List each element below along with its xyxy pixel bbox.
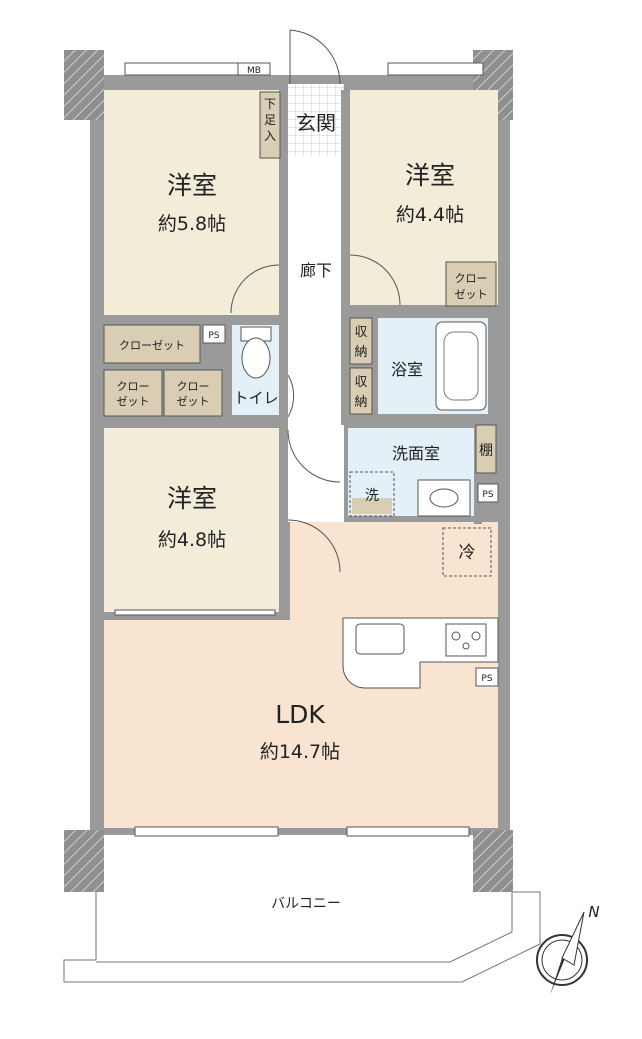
bathtub-inner (443, 331, 479, 401)
laundry-label: 洗 (365, 488, 379, 504)
shelf (475, 424, 497, 474)
washroom-label: 洗面室 (392, 444, 440, 463)
hallway-label: 廊下 (300, 261, 332, 280)
closet-room-2-line2: ゼット (455, 288, 488, 301)
bathtub (435, 321, 487, 411)
western-room-3-floor (104, 428, 279, 614)
shoe-storage-char-1: 下 (264, 97, 276, 111)
closet-room-3-b-line2: ゼット (177, 395, 210, 408)
window-ldk-1 (134, 826, 279, 837)
kitchen-sink (355, 623, 405, 655)
western-room-3-size: 約4.8帖 (158, 529, 226, 551)
storage-1 (349, 317, 373, 365)
wash-basin (417, 479, 471, 517)
closet-room-3-a (103, 369, 163, 417)
ldk-size: 約14.7帖 (260, 741, 340, 763)
ps-1 (202, 324, 226, 344)
shoe-storage-char-3: 入 (264, 129, 276, 143)
ps-2-label: PS (482, 490, 493, 500)
western-room-1-size: 約5.8帖 (158, 213, 226, 235)
window-ldk-2 (346, 826, 470, 837)
storage-2 (349, 367, 373, 415)
mb-label: MB (247, 66, 261, 76)
laundry-tray (352, 498, 392, 514)
windows (114, 62, 484, 837)
hallway-floor (288, 90, 344, 522)
closet-room-3-b-line1: クロー (177, 380, 210, 393)
closet-room-1-label: クローゼット (119, 339, 185, 352)
closet-room-2-line1: クロー (455, 272, 488, 285)
kitchen-floor (290, 522, 498, 622)
bathroom-label: 浴室 (391, 360, 423, 379)
shoe-storage (259, 91, 281, 159)
western-room-3-name: 洋室 (167, 484, 217, 513)
closet-room-3-a-line1: クロー (117, 380, 150, 393)
western-room-1-name: 洋室 (167, 171, 217, 200)
fridge-label: 冷 (459, 543, 476, 563)
toilet-label: トイレ (233, 389, 278, 407)
window-room-1 (124, 62, 246, 76)
window-room-2 (387, 62, 484, 76)
closet-room-2 (445, 261, 497, 307)
closet-room-3-b (163, 369, 223, 417)
entrance-label: 玄関 (296, 111, 336, 135)
shelf-label: 棚 (479, 443, 493, 459)
ps-2 (477, 483, 499, 503)
ps-3 (475, 667, 499, 687)
ps-3-label: PS (481, 674, 492, 684)
north-label: N (588, 903, 599, 921)
closet-room-3-a-line2: ゼット (117, 395, 150, 408)
column-bottom-left (64, 830, 104, 892)
stove (445, 623, 487, 657)
closet-room-1 (103, 324, 201, 364)
balcony-outline (63, 891, 541, 983)
column-bottom-right (473, 830, 513, 892)
entrance-door (289, 29, 341, 85)
window-room-3 (114, 609, 276, 616)
ps-1-label: PS (208, 331, 219, 341)
meter-box (237, 62, 271, 76)
toilet-fixture (240, 326, 272, 379)
balcony-label: バルコニー (271, 896, 341, 912)
room-doors (230, 254, 401, 573)
western-room-1-floor (104, 90, 279, 315)
western-room-2-size: 約4.4帖 (396, 204, 464, 226)
shoe-storage-char-2: 足 (264, 113, 276, 127)
interior-walls (104, 90, 498, 620)
storage-1-char-1: 収 (354, 325, 367, 340)
laundry-space (349, 471, 395, 517)
storage-1-char-2: 納 (354, 345, 367, 360)
compass-icon (536, 911, 588, 995)
fridge-space (442, 527, 492, 577)
entrance-floor (288, 84, 344, 156)
column-top-left (64, 50, 104, 120)
ldk-name: LDK (275, 700, 325, 729)
western-room-2-name: 洋室 (405, 161, 455, 190)
storage-2-char-1: 収 (354, 375, 367, 390)
storage-2-char-2: 納 (354, 395, 367, 410)
